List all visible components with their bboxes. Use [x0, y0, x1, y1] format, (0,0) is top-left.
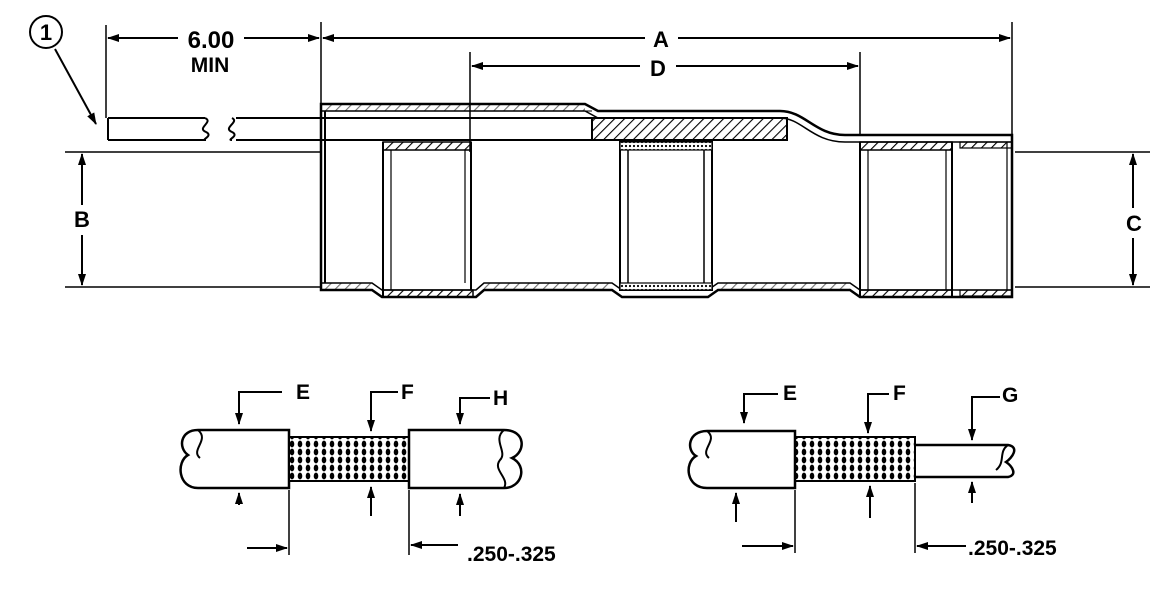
callout-circle: [29, 15, 63, 49]
detail-left-label-H: H: [493, 387, 508, 410]
dim-C-label: C: [1126, 211, 1142, 236]
detail-right-label-E: E: [783, 382, 797, 405]
detail-left-label-E: E: [296, 381, 310, 404]
detail-left-label-F: F: [401, 381, 414, 404]
detail-right-label-F: F: [893, 382, 906, 405]
callout-number: 1: [40, 20, 52, 45]
dim-A-label: A: [653, 27, 669, 52]
splice-cross-section: [65, 22, 1150, 299]
wire-lead: [107, 117, 593, 141]
detail-left: [179, 391, 523, 555]
detail-right-tolerance: .250-.325: [968, 537, 1057, 560]
dimension-lines: [54, 34, 1137, 286]
detail-right: [687, 393, 1016, 553]
dim-B-label: B: [74, 207, 90, 232]
dim-strip-length-note: MIN: [191, 54, 230, 77]
detail-right-label-G: G: [1002, 384, 1018, 407]
dim-strip-length: 6.00: [188, 27, 235, 54]
detail-left-tolerance: .250-.325: [467, 543, 556, 566]
dim-D-label: D: [650, 56, 666, 81]
